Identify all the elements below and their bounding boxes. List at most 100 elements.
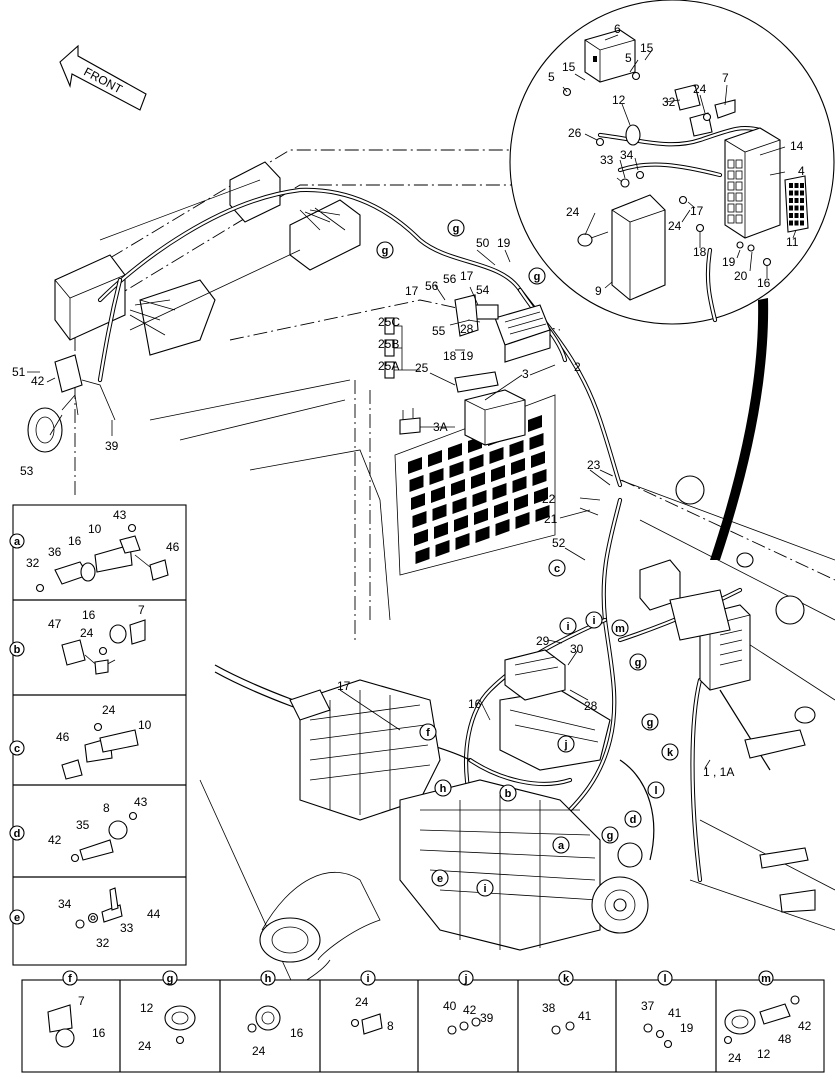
svg-text:d: d — [630, 814, 637, 826]
svg-text:24: 24 — [355, 995, 369, 1009]
svg-text:g: g — [534, 271, 541, 283]
svg-text:33: 33 — [120, 921, 134, 935]
svg-text:12: 12 — [140, 1001, 154, 1015]
svg-text:38: 38 — [542, 1001, 556, 1015]
svg-text:i: i — [366, 973, 369, 985]
card-cell — [800, 213, 804, 218]
detail-callout-18: 19 — [722, 255, 736, 269]
svg-text:42: 42 — [463, 1003, 477, 1017]
callout-28: 28 — [460, 322, 474, 336]
svg-text:j: j — [563, 739, 567, 751]
detail-callout-5a: 5 — [625, 51, 632, 65]
ref-m: m — [611, 619, 629, 637]
rear-grille — [394, 394, 556, 576]
panel-b-drawing — [61, 619, 146, 675]
fuse-slot — [727, 159, 735, 169]
panel-d-drawing — [70, 811, 138, 863]
bottom-detail-panels — [21, 979, 825, 1073]
detail-leader-lines — [562, 34, 797, 289]
fuse-relay-block — [384, 294, 551, 446]
svg-text:46: 46 — [166, 540, 180, 554]
svg-text:7: 7 — [138, 603, 145, 617]
detail-callout-15a: 15 — [640, 41, 654, 55]
svg-text:24: 24 — [728, 1051, 742, 1065]
svg-text:41: 41 — [578, 1009, 592, 1023]
svg-text:i: i — [592, 615, 595, 627]
fuse-slot — [735, 170, 743, 180]
svg-text:16: 16 — [290, 1026, 304, 1040]
panel-d-badge: d — [9, 825, 25, 841]
card-cell — [794, 183, 799, 188]
callout-3a: 3A — [433, 420, 448, 434]
grille-cell — [455, 533, 470, 550]
ref-g-6: g — [601, 826, 619, 844]
detail-callout-24a: 24 — [693, 82, 707, 96]
ref-f: f — [419, 723, 437, 741]
grille-cell — [451, 479, 465, 496]
panel-a-drawing — [35, 523, 169, 593]
svg-text:g: g — [635, 657, 642, 669]
detail-callout-11: 11 — [786, 235, 799, 249]
fuse-slot — [735, 159, 743, 169]
card-cell — [794, 213, 799, 218]
svg-text:c: c — [14, 743, 20, 755]
grille-cell — [452, 497, 467, 514]
fuse-slot — [727, 214, 735, 224]
card-cell — [789, 205, 793, 211]
callout-25: 25 — [415, 361, 429, 375]
svg-text:b: b — [14, 644, 21, 656]
callout-22: 22 — [542, 492, 556, 506]
callout-25c: 25C — [378, 315, 400, 329]
svg-text:i: i — [483, 883, 486, 895]
svg-text:10: 10 — [88, 522, 102, 536]
panel-h-badge: h — [260, 970, 276, 986]
panel-g-badge: g — [162, 970, 178, 986]
callout-45: 50 — [476, 236, 490, 250]
svg-text:24: 24 — [138, 1039, 152, 1053]
callout-56: 17 — [337, 679, 351, 693]
fuse-slot — [727, 203, 735, 213]
ref-i-1: i — [559, 617, 577, 635]
grille-cell — [414, 529, 428, 546]
grille-cell — [514, 494, 528, 511]
svg-text:42: 42 — [48, 833, 62, 847]
panel-k-badge: k — [558, 970, 574, 986]
grille-cell — [449, 461, 464, 478]
svg-text:24: 24 — [252, 1044, 266, 1058]
card-cell — [794, 190, 799, 196]
svg-text:e: e — [14, 912, 20, 924]
callout-49: 51 — [12, 365, 26, 379]
callout-31: 30 — [570, 642, 584, 656]
card-cell — [789, 198, 793, 203]
detail-callout-24b: 26 — [568, 126, 582, 140]
grille-cell — [511, 458, 525, 475]
ref-i-2: i — [585, 611, 603, 629]
callout-53: 55 — [432, 324, 446, 338]
svg-text:41: 41 — [668, 1006, 682, 1020]
panel-i-badge: i — [360, 970, 376, 986]
svg-text:f: f — [68, 973, 72, 985]
panel-m-badge: m — [758, 970, 774, 986]
callout-3: 3 — [522, 367, 529, 381]
callout-25a: 25A — [378, 359, 399, 373]
svg-text:10: 10 — [138, 718, 152, 732]
svg-text:m: m — [615, 623, 625, 635]
svg-text:24: 24 — [80, 626, 94, 640]
svg-text:l: l — [663, 973, 666, 985]
svg-text:h: h — [265, 973, 272, 985]
detail-callout-14: 16 — [757, 276, 771, 290]
detail-callout-6: 6 — [614, 22, 621, 36]
detail-callout-19: 20 — [734, 269, 748, 283]
detail-callout-5b: 5 — [548, 70, 555, 84]
svg-text:47: 47 — [48, 617, 62, 631]
ref-h: h — [434, 779, 452, 797]
svg-text:k: k — [667, 747, 674, 759]
svg-text:d: d — [14, 828, 21, 840]
panel-c-drawing — [61, 722, 139, 780]
leader-lines — [27, 249, 711, 769]
callout-50: 52 — [552, 536, 566, 550]
callout-30: 29 — [536, 634, 550, 648]
side-panel-labels: a 43 10 16 36 32 46 b 47 16 7 24 c 24 10… — [9, 508, 180, 950]
grille-cell — [491, 465, 505, 482]
